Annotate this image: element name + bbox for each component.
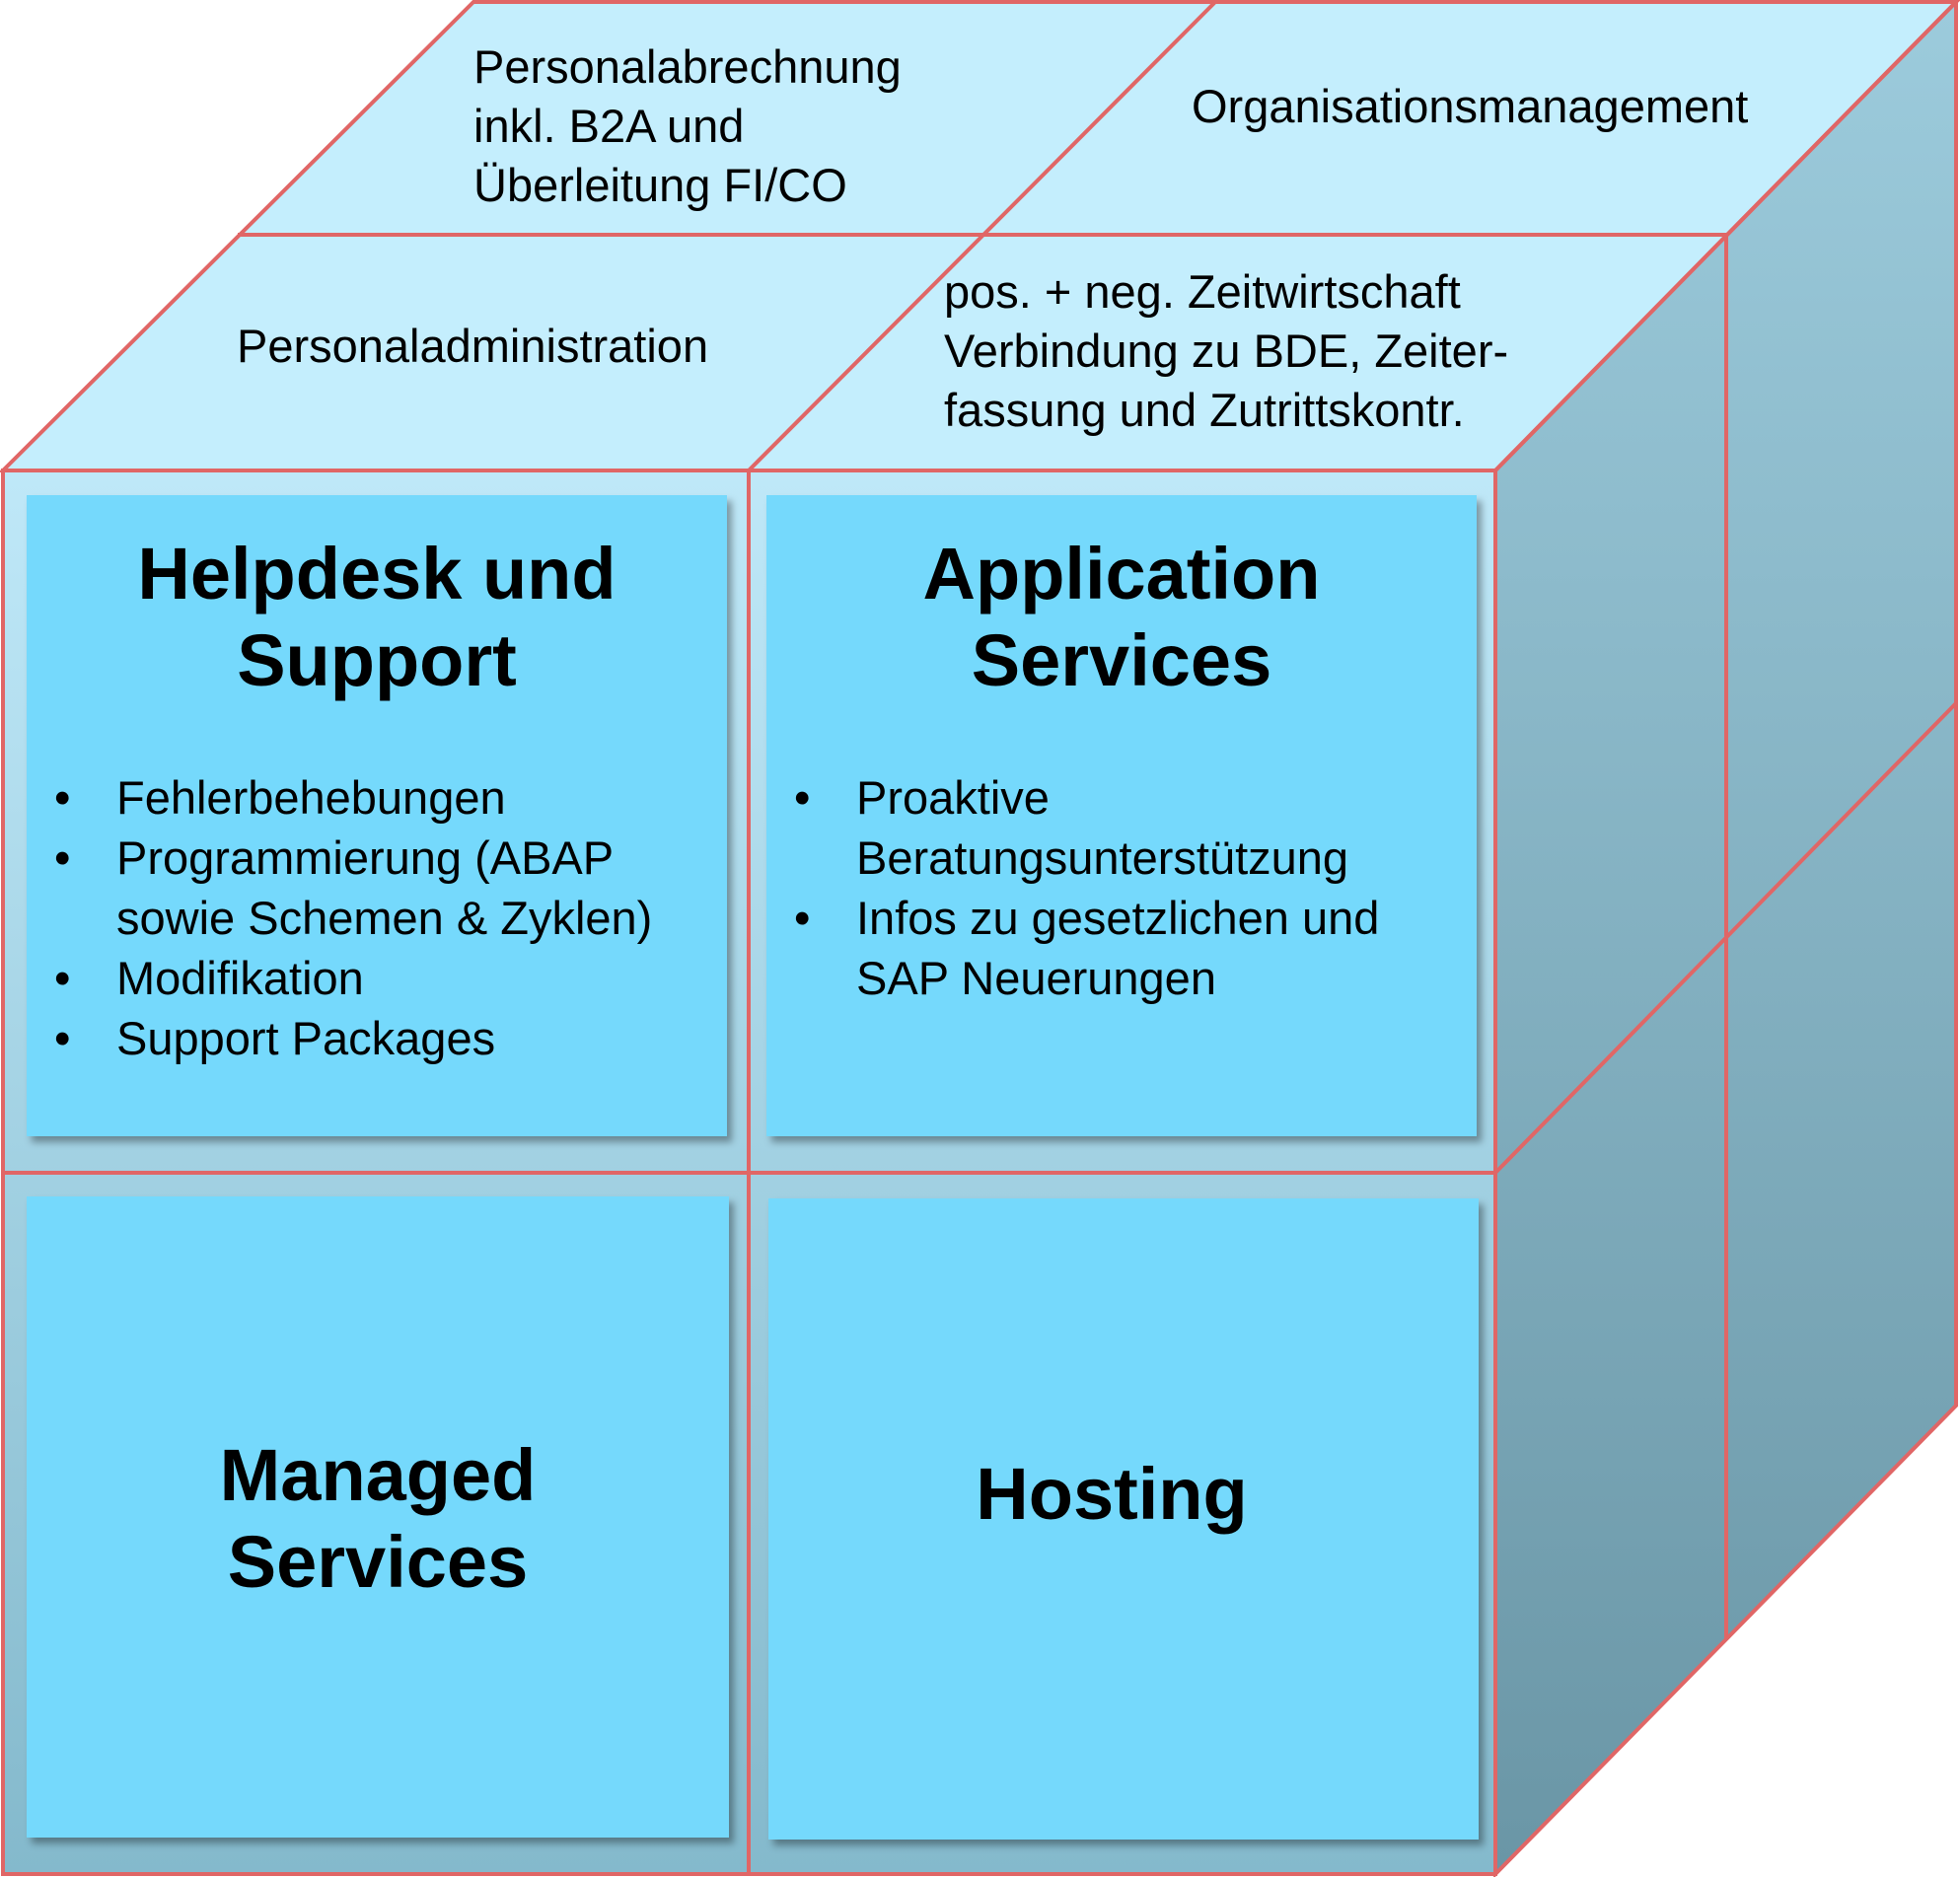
label-zeitwirtschaft: pos. + neg. Zeitwirtschaft Verbindung zu… bbox=[944, 265, 1509, 436]
label-personaladministration: Personaladministration bbox=[237, 320, 709, 372]
managed-services-title: Managed Services bbox=[219, 1434, 537, 1603]
list-item: Fehlerbehebungen bbox=[27, 767, 727, 828]
label-personalabrechnung: Personalabrechnung inkl. B2A und Überlei… bbox=[473, 40, 902, 211]
hosting-title: Hosting bbox=[976, 1453, 1248, 1535]
application-services-title: Application Services bbox=[922, 533, 1321, 701]
helpdesk-support-title: Helpdesk und Support bbox=[137, 533, 617, 701]
list-item: Programmierung (ABAP sowie Schemen & Zyk… bbox=[27, 828, 727, 948]
helpdesk-support-list: Fehlerbehebungen Programmierung (ABAP so… bbox=[27, 767, 727, 1068]
list-item: Support Packages bbox=[27, 1008, 727, 1068]
list-item: Modifikation bbox=[27, 948, 727, 1008]
application-services-list: Proaktive Beratungsunterstützung Infos z… bbox=[766, 767, 1477, 1008]
list-item: Infos zu gesetzlichen und SAP Neuerungen bbox=[766, 888, 1477, 1008]
hosting-card: Hosting bbox=[768, 1198, 1479, 1840]
application-services-card: Application Services Proaktive Beratungs… bbox=[766, 495, 1477, 1136]
label-organisationsmanagement: Organisationsmanagement bbox=[1192, 80, 1749, 132]
helpdesk-support-card: Helpdesk und Support Fehlerbehebungen Pr… bbox=[27, 495, 727, 1136]
managed-services-card: Managed Services bbox=[27, 1196, 729, 1838]
list-item: Proaktive Beratungsunterstützung bbox=[766, 767, 1477, 888]
